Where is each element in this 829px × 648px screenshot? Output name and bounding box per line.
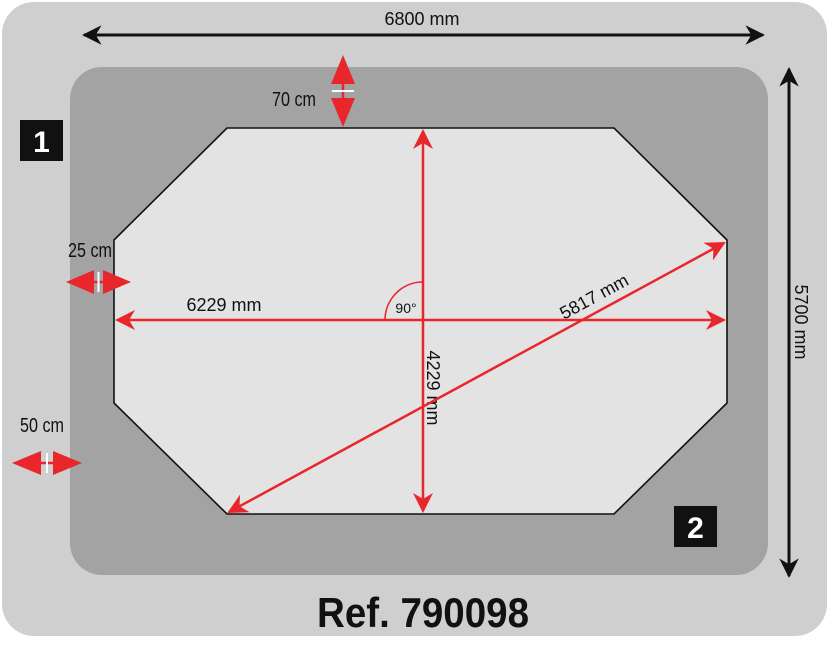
zone-2-badge	[674, 506, 717, 547]
overall-height-label: 5700 mm	[791, 284, 811, 359]
zone-2-label: 2	[687, 512, 704, 545]
top-margin-label: 70 cm	[272, 89, 316, 111]
reference-label: Ref. 790098	[317, 589, 529, 636]
pool-width-label: 6229 mm	[186, 295, 261, 315]
angle-label: 90°	[395, 300, 416, 316]
zone-1-badge	[20, 120, 63, 161]
left-margin-label: 25 cm	[68, 240, 112, 262]
left-margin-arrow	[66, 270, 131, 294]
outer-margin-arrow	[12, 451, 82, 475]
outer-margin-label: 50 cm	[20, 415, 64, 437]
zone-1-label: 1	[33, 126, 50, 159]
right-angle-arc	[384, 281, 424, 321]
pool-diagonal-arrow	[227, 241, 726, 514]
pool-length-label: 4229 mm	[423, 350, 443, 425]
overall-width-label: 6800 mm	[384, 9, 459, 29]
top-margin-arrow	[331, 55, 355, 127]
